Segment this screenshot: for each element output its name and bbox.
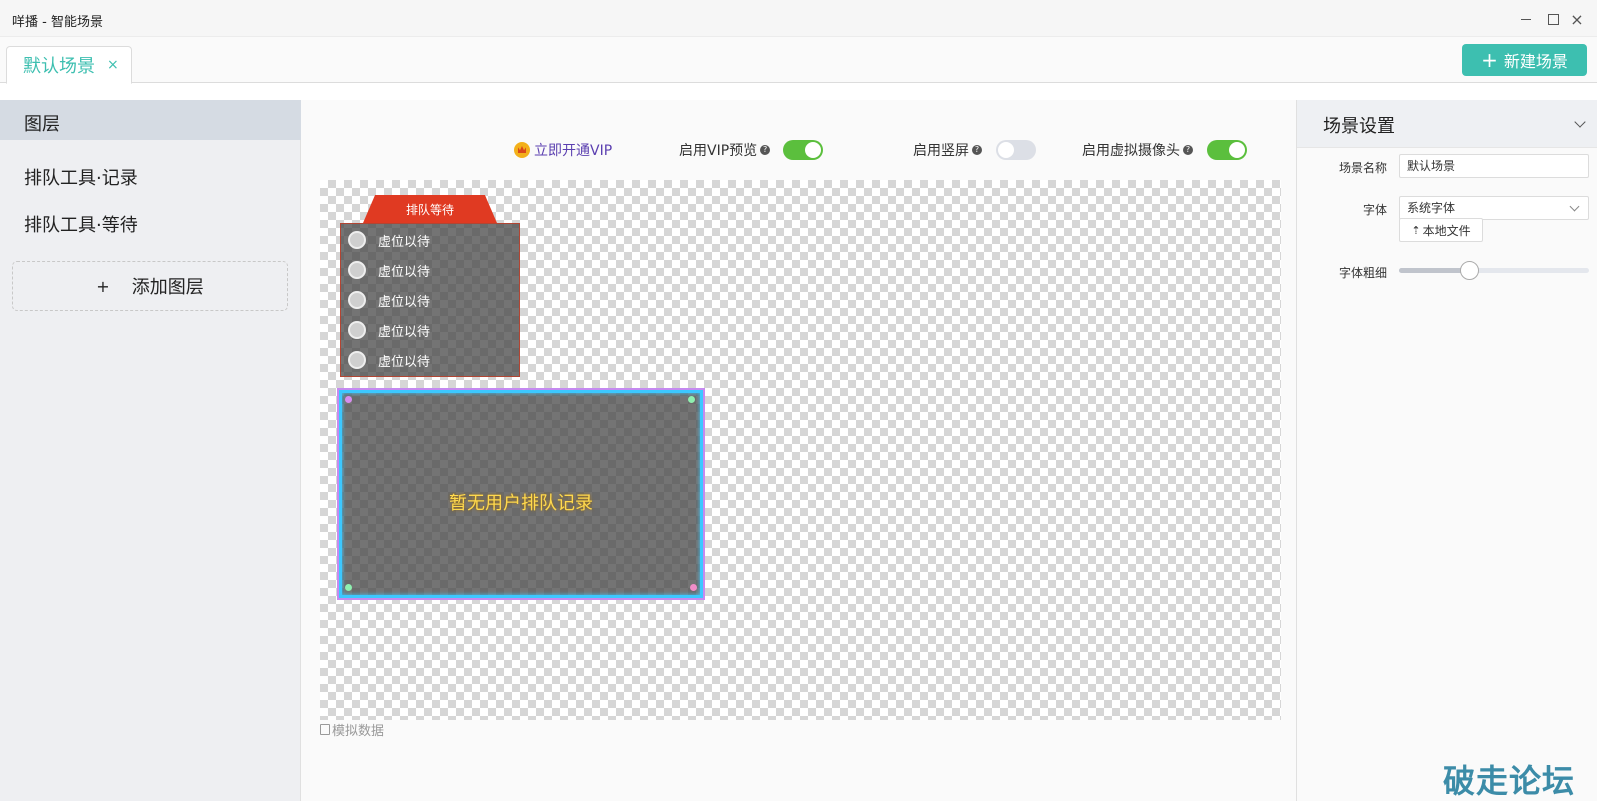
chevron-down-icon	[1569, 201, 1580, 212]
title-bar: 咩播 - 智能场景 ×	[0, 0, 1597, 37]
empty-record-text: 暂无用户排队记录	[449, 493, 593, 514]
sparkle-icon	[345, 396, 352, 403]
database-icon	[320, 724, 330, 735]
layers-panel: 图层 排队工具·记录 排队工具·等待 + 添加图层	[0, 100, 301, 801]
queue-slot-label: 虚位以待	[378, 294, 431, 310]
font-weight-label: 字体粗细	[1338, 266, 1387, 280]
minimize-icon[interactable]	[1516, 9, 1536, 29]
avatar-placeholder-icon	[348, 351, 366, 369]
help-icon[interactable]: ?	[1183, 145, 1193, 155]
list-item: 虚位以待	[348, 230, 430, 250]
layer-item-queue-record[interactable]: 排队工具·记录	[24, 168, 138, 189]
avatar-placeholder-icon	[348, 321, 366, 339]
new-scene-button[interactable]: + 新建场景	[1462, 44, 1587, 76]
virtual-camera-label: 启用虚拟摄像头 ?	[1082, 138, 1193, 162]
vip-preview-toggle[interactable]	[783, 140, 823, 160]
sparkle-icon	[690, 584, 697, 591]
scene-editor: 立即开通VIP 启用VIP预览 ? 启用竖屏 ? 启用虚拟摄像头 ? 排队等待 …	[301, 100, 1296, 801]
watermark-text: 破走论坛	[1443, 762, 1576, 800]
plus-icon: +	[1481, 48, 1498, 72]
queue-waiting-tab[interactable]: 排队等待	[363, 195, 497, 223]
upload-icon: ⇡	[1411, 223, 1421, 237]
help-icon[interactable]: ?	[972, 145, 982, 155]
virtual-camera-text: 启用虚拟摄像头	[1082, 143, 1180, 159]
layers-title: 图层	[24, 114, 60, 135]
close-icon[interactable]: ×	[1570, 9, 1584, 29]
portrait-toggle[interactable]	[996, 140, 1036, 160]
portrait-label: 启用竖屏 ?	[913, 138, 982, 162]
portrait-text: 启用竖屏	[913, 143, 969, 159]
tab-close-icon[interactable]: ×	[107, 57, 119, 73]
new-scene-label: 新建场景	[1503, 52, 1568, 71]
add-layer-label: 添加图层	[131, 277, 204, 298]
list-item: 虚位以待	[348, 260, 430, 280]
queue-slot-label: 虚位以待	[378, 234, 431, 250]
layer-item-queue-waiting[interactable]: 排队工具·等待	[24, 215, 138, 236]
scene-settings-header[interactable]: 场景设置	[1297, 100, 1597, 148]
virtual-camera-toggle[interactable]	[1207, 140, 1247, 160]
maximize-icon[interactable]	[1543, 9, 1563, 29]
avatar-placeholder-icon	[348, 261, 366, 279]
local-file-button[interactable]: ⇡ 本地文件	[1399, 218, 1483, 242]
queue-waiting-widget[interactable]: 虚位以待 虚位以待 虚位以待 虚位以待 虚位以待	[340, 223, 520, 377]
slider-handle[interactable]	[1460, 261, 1479, 280]
font-select[interactable]: 系统字体	[1399, 196, 1589, 220]
avatar-placeholder-icon	[348, 291, 366, 309]
mock-data-label: 模拟数据	[332, 724, 385, 739]
crown-icon	[514, 142, 530, 158]
vip-preview-label: 启用VIP预览 ?	[679, 138, 771, 162]
tab-label: 默认场景	[23, 56, 95, 77]
layers-panel-header: 图层	[0, 100, 301, 140]
scene-settings-panel: 场景设置 场景名称 默认场景 字体 系统字体 ⇡ 本地文件 字体粗细	[1296, 100, 1597, 801]
vip-preview-text: 启用VIP预览	[679, 143, 758, 159]
queue-waiting-title: 排队等待	[405, 203, 454, 217]
chevron-down-icon[interactable]	[1574, 116, 1586, 128]
slider-fill	[1399, 268, 1469, 273]
window-title: 咩播 - 智能场景	[12, 15, 103, 30]
add-layer-button[interactable]: + 添加图层	[12, 261, 288, 311]
mock-data-button[interactable]: 模拟数据	[320, 720, 384, 739]
queue-slot-label: 虚位以待	[378, 264, 431, 280]
local-file-label: 本地文件	[1422, 223, 1471, 238]
font-weight-slider[interactable]	[1399, 261, 1589, 280]
open-vip-label: 立即开通VIP	[534, 143, 613, 159]
tab-default-scene[interactable]: 默认场景 ×	[6, 46, 132, 84]
scene-tab-bar: 默认场景 × + 新建场景	[0, 37, 1597, 84]
list-item: 虚位以待	[348, 290, 430, 310]
help-icon[interactable]: ?	[760, 145, 771, 155]
sparkle-icon	[345, 584, 352, 591]
queue-slot-label: 虚位以待	[378, 324, 431, 340]
scene-name-input[interactable]: 默认场景	[1399, 154, 1589, 178]
queue-record-widget[interactable]: 暂无用户排队记录	[339, 390, 703, 598]
queue-slot-label: 虚位以待	[378, 354, 431, 370]
avatar-placeholder-icon	[348, 231, 366, 249]
list-item: 虚位以待	[348, 320, 430, 340]
scene-name-label: 场景名称	[1338, 161, 1387, 175]
scene-settings-title: 场景设置	[1323, 116, 1395, 137]
scene-canvas[interactable]: 排队等待 虚位以待 虚位以待 虚位以待 虚位以待 虚位以待	[320, 180, 1281, 720]
list-item: 虚位以待	[348, 350, 430, 370]
plus-icon: +	[96, 276, 110, 296]
font-label: 字体	[1362, 203, 1387, 217]
sparkle-icon	[688, 396, 695, 403]
font-select-value: 系统字体	[1407, 201, 1456, 215]
open-vip-link[interactable]: 立即开通VIP	[514, 138, 612, 162]
